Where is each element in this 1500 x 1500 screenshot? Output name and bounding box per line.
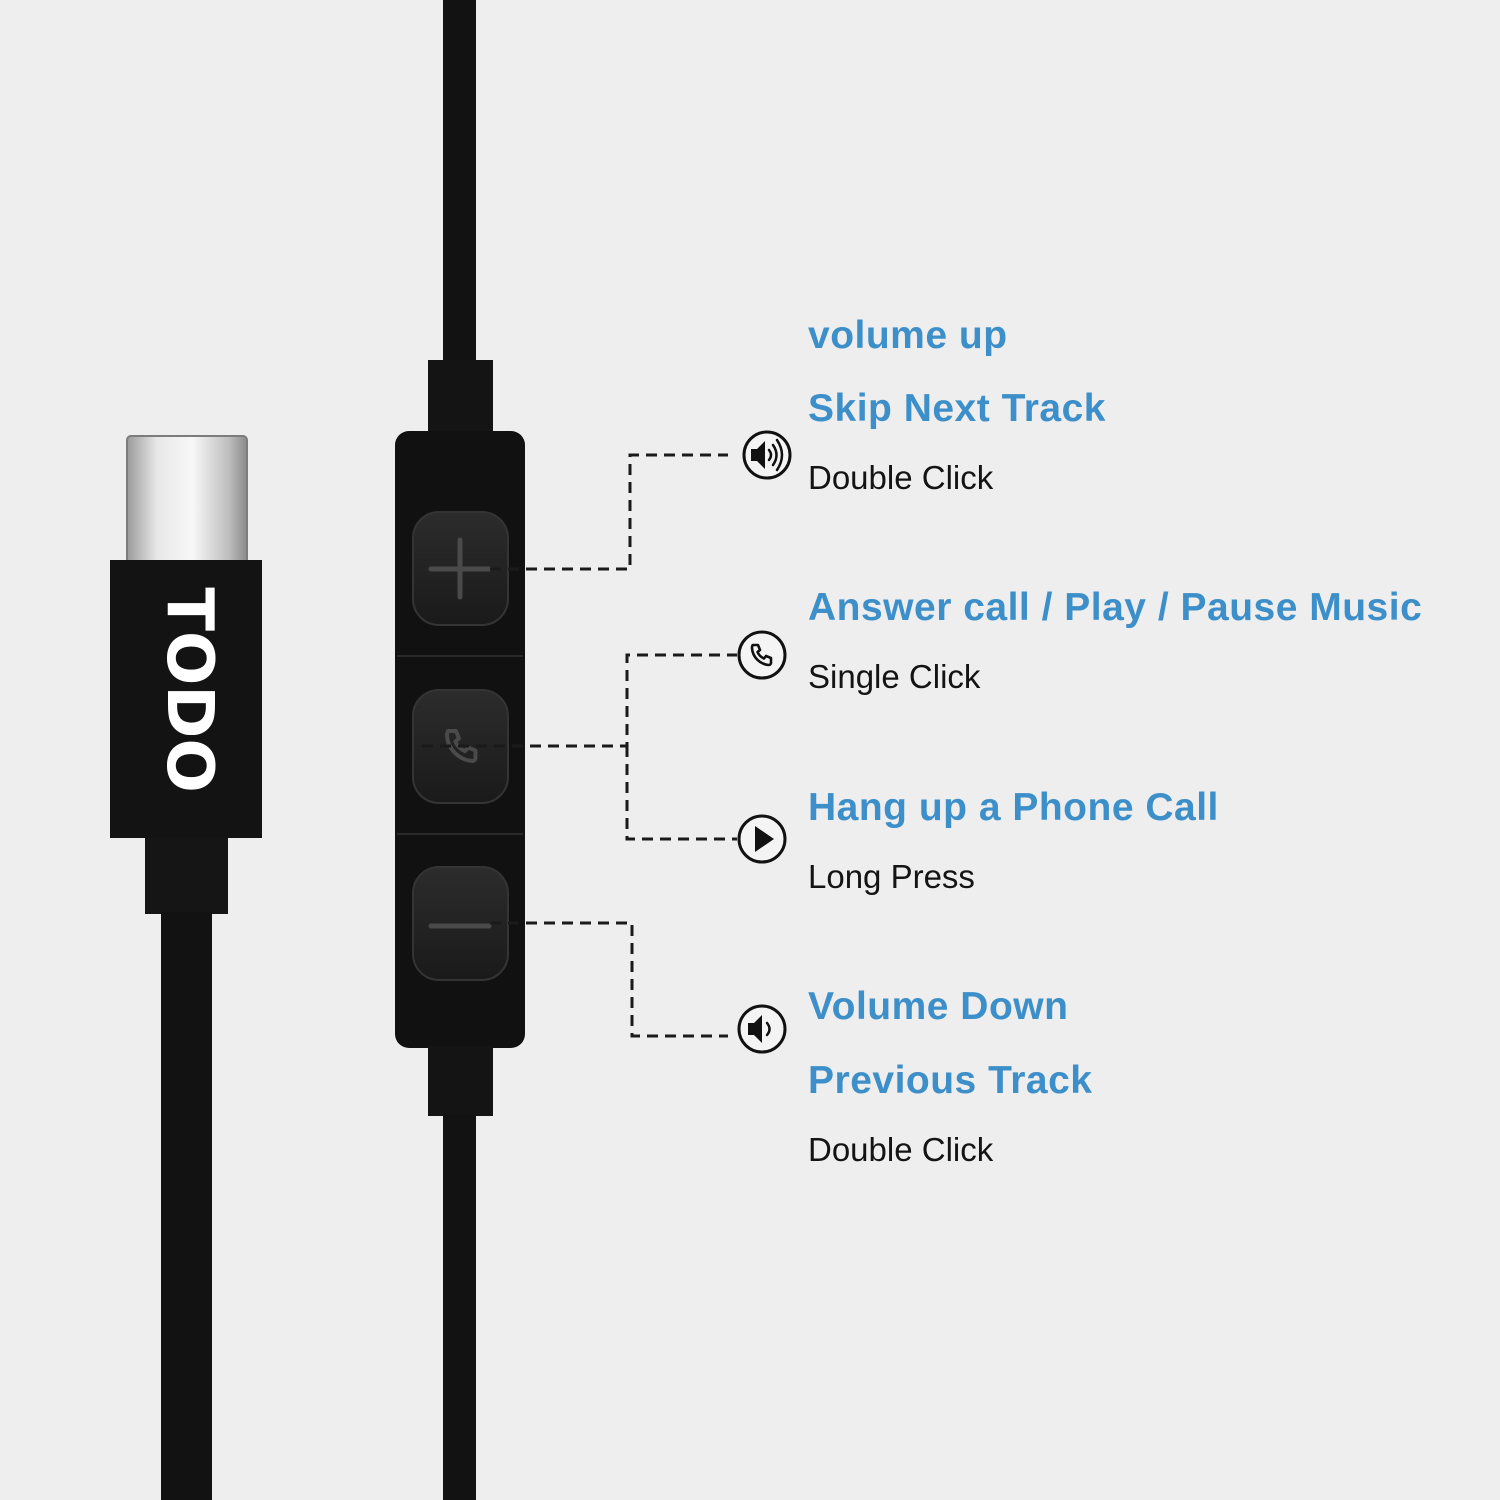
leader-line-volume-down: [490, 921, 728, 1038]
double-click-label: Double Click: [808, 459, 994, 496]
plug-cable: [161, 912, 212, 1500]
usb-c-connector: [126, 435, 248, 565]
long-press-label: Long Press: [808, 858, 975, 895]
lower-strain-relief: [428, 1046, 493, 1116]
upper-cable: [443, 0, 476, 362]
plug-strain-relief: [145, 838, 228, 914]
speaker-loud-icon: [742, 430, 792, 480]
leader-line-hangup: [625, 746, 737, 841]
brand-logo: TODO: [152, 587, 226, 793]
upper-strain-relief: [428, 360, 493, 432]
leader-lines: [422, 453, 737, 1038]
lower-cable: [443, 1114, 476, 1500]
leader-line-answer: [422, 653, 737, 748]
earphone-remote: [395, 0, 525, 1500]
plus-icon: [428, 537, 492, 600]
single-click-label: Single Click: [808, 658, 981, 695]
volume-up-label: volume up: [808, 314, 1008, 357]
play-icon: [737, 814, 787, 864]
volume-down-label: Volume Down: [808, 985, 1069, 1028]
answer-call-label: Answer call / Play / Pause Music: [808, 586, 1423, 629]
leader-line-volume-up: [490, 453, 728, 571]
previous-track-label: Previous Track: [808, 1059, 1093, 1102]
usb-c-plug: TODO: [110, 435, 262, 1500]
speaker-soft-icon: [737, 1004, 787, 1054]
phone-icon: [737, 630, 787, 680]
skip-next-track-label: Skip Next Track: [808, 387, 1106, 430]
double-click-label: Double Click: [808, 1131, 994, 1168]
hang-up-label: Hang up a Phone Call: [808, 786, 1219, 829]
usb-c-housing: [110, 560, 262, 838]
